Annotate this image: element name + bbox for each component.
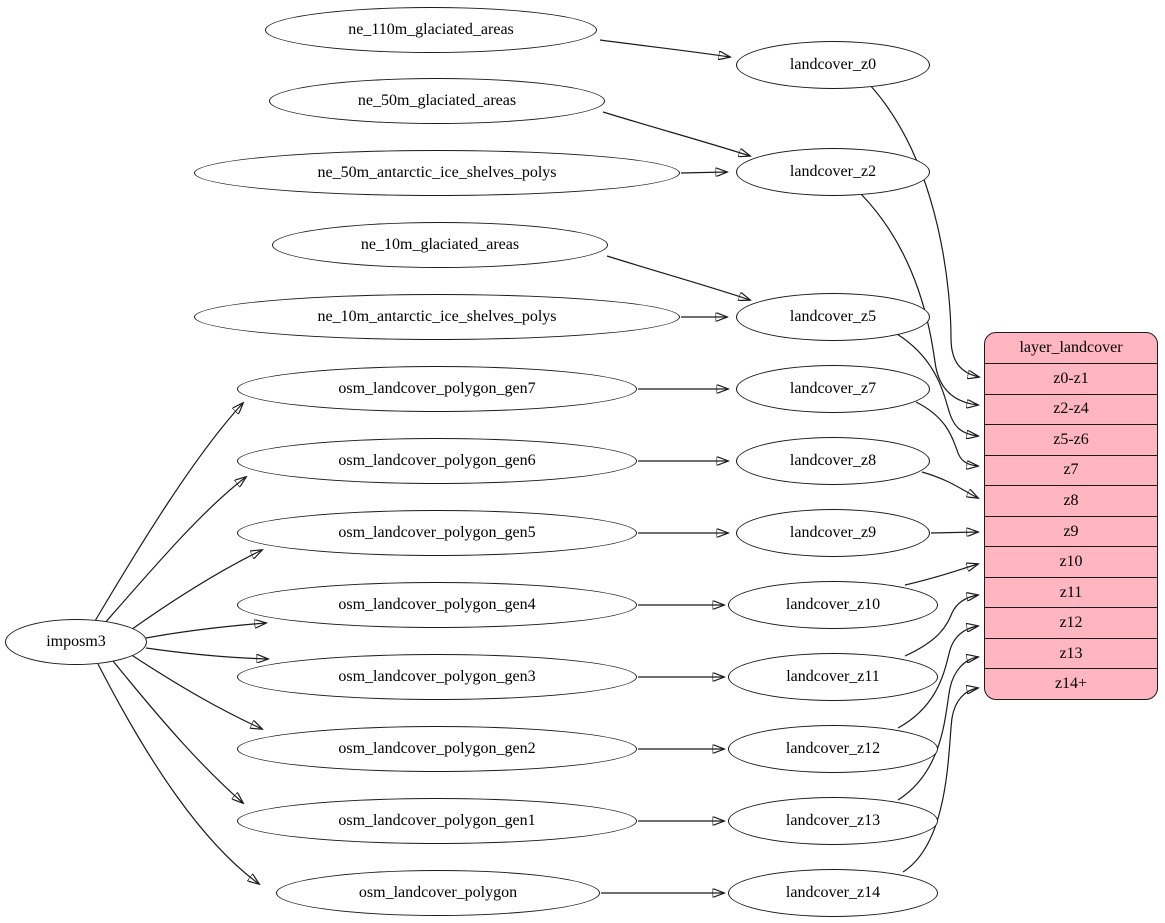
table-row-z2-z4: z2-z4 [985,393,1157,425]
node-ne-10m-glaciated-areas: ne_10m_glaciated_areas [272,222,608,268]
edge-ne50m-to-z2 [602,111,750,156]
node-ne-110m-glaciated-areas: ne_110m_glaciated_areas [265,7,597,53]
node-landcover-z0: landcover_z0 [736,41,930,89]
node-label: ne_10m_glaciated_areas [360,236,520,253]
table-row-z0-z1: z0-z1 [985,363,1157,394]
edge-z8-to-row-z8 [921,471,978,498]
edge-ne10m-to-z5 [606,255,750,300]
node-label: osm_landcover_polygon [358,884,518,901]
edge-imposm3-to-gen5 [127,550,262,633]
edge-imposm3-to-polygon [97,663,259,884]
table-row-z5-z6: z5-z6 [985,424,1157,455]
node-label: landcover_z14 [785,884,881,901]
node-landcover-z2: landcover_z2 [736,148,930,196]
node-landcover-z9: landcover_z9 [736,509,930,557]
node-label: osm_landcover_polygon_gen1 [338,812,536,829]
node-osm-landcover-polygon-gen1: osm_landcover_polygon_gen1 [237,798,637,844]
node-label: landcover_z8 [789,452,877,469]
node-landcover-z7: landcover_z7 [736,365,930,413]
node-label: landcover_z9 [789,524,877,541]
edge-imposm3-to-gen1 [112,660,243,803]
node-ne-50m-glaciated-areas: ne_50m_glaciated_areas [269,78,605,124]
edge-z12-to-row-z12 [897,626,978,729]
node-label: osm_landcover_polygon_gen4 [338,596,536,613]
table-row-z7: z7 [985,454,1157,486]
table-row-z11: z11 [985,576,1157,608]
node-ne-10m-antarctic-ice-shelves-polys: ne_10m_antarctic_ice_shelves_polys [194,294,680,340]
edge-ne50m-antarctic-to-z2 [680,172,727,173]
node-label: landcover_z0 [789,56,877,73]
node-landcover-z11: landcover_z11 [728,653,938,701]
node-label: osm_landcover_polygon_gen7 [338,380,536,397]
table-row-z12: z12 [985,607,1157,638]
edge-imposm3-to-gen3 [145,647,268,659]
edge-z7-to-row-z7 [915,401,978,466]
edge-ne110m-to-z0 [599,39,730,57]
node-landcover-z5: landcover_z5 [736,293,930,341]
edge-z13-to-row-z13 [897,657,978,801]
node-landcover-z14: landcover_z14 [728,869,938,917]
table-row-z8: z8 [985,485,1157,516]
edge-z2-to-row-z2-z4 [860,193,978,405]
node-imposm3: imposm3 [5,619,147,665]
edge-imposm3-to-gen4 [145,623,266,639]
node-landcover-z12: landcover_z12 [728,725,938,773]
node-label: osm_landcover_polygon_gen6 [338,452,536,469]
edge-z9-to-row-z9 [930,532,978,533]
table-row-z9: z9 [985,515,1157,547]
table-row-z10: z10 [985,546,1157,577]
node-osm-landcover-polygon-gen3: osm_landcover_polygon_gen3 [237,654,637,700]
node-label: imposm3 [46,633,106,650]
table-row-z14plus: z14+ [985,668,1157,699]
node-landcover-z8: landcover_z8 [736,437,930,485]
node-label: landcover_z13 [785,812,881,829]
edge-imposm3-to-gen2 [129,653,262,729]
edge-z10-to-row-z10 [904,564,978,586]
node-osm-landcover-polygon-gen6: osm_landcover_polygon_gen6 [237,438,637,484]
edge-imposm3-to-gen7 [94,403,243,622]
node-label: osm_landcover_polygon_gen5 [338,524,536,541]
node-landcover-z13: landcover_z13 [728,797,938,845]
node-osm-landcover-polygon-gen7: osm_landcover_polygon_gen7 [237,366,637,412]
node-osm-landcover-polygon: osm_landcover_polygon [276,870,600,916]
node-label: ne_110m_glaciated_areas [348,21,514,38]
node-label: ne_50m_glaciated_areas [357,92,517,109]
node-ne-50m-antarctic-ice-shelves-polys: ne_50m_antarctic_ice_shelves_polys [194,150,680,196]
node-osm-landcover-polygon-gen5: osm_landcover_polygon_gen5 [237,510,637,556]
edge-z0-to-row-z0-z1 [868,83,979,377]
node-osm-landcover-polygon-gen2: osm_landcover_polygon_gen2 [237,726,637,772]
edge-z11-to-row-z11 [904,595,978,657]
node-label: landcover_z2 [789,163,877,180]
node-label: landcover_z5 [789,308,877,325]
node-landcover-z10: landcover_z10 [728,581,938,629]
edge-z5-to-row-z5-z6 [896,333,978,436]
layer-landcover-table: layer_landcover z0-z1 z2-z4 z5-z6 z7 z8 … [984,332,1158,700]
node-label: ne_10m_antarctic_ice_shelves_polys [317,308,557,325]
node-label: landcover_z7 [789,380,877,397]
table-header: layer_landcover [1019,339,1123,356]
table-row-z13: z13 [985,637,1157,669]
node-label: osm_landcover_polygon_gen3 [338,668,536,685]
node-label: osm_landcover_polygon_gen2 [338,740,536,757]
node-label: landcover_z12 [785,740,881,757]
node-osm-landcover-polygon-gen4: osm_landcover_polygon_gen4 [237,582,637,628]
node-label: landcover_z11 [786,668,880,685]
node-label: ne_50m_antarctic_ice_shelves_polys [317,164,557,181]
edge-imposm3-to-gen6 [103,477,246,625]
edge-z14-to-row-z14plus [902,688,978,873]
node-label: landcover_z10 [785,596,881,613]
